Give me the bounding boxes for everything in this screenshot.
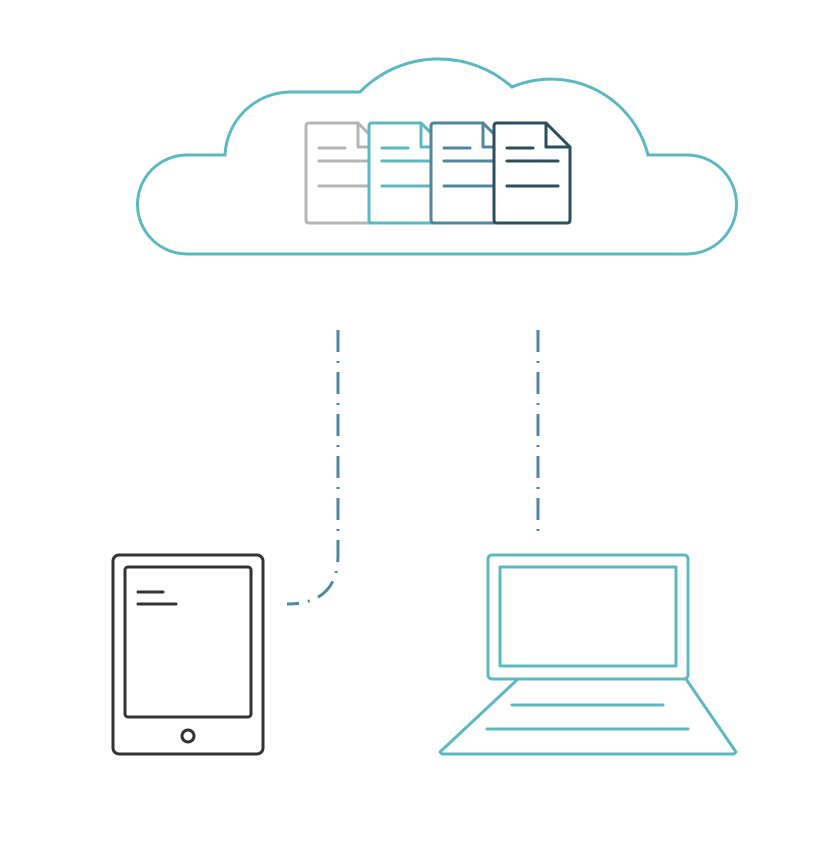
connector-tablet	[286, 330, 340, 606]
documents-stack	[304, 121, 572, 225]
document-icon	[492, 121, 572, 225]
cloud-icon	[136, 57, 738, 256]
laptop-icon	[438, 553, 738, 756]
tablet-icon	[111, 553, 265, 756]
